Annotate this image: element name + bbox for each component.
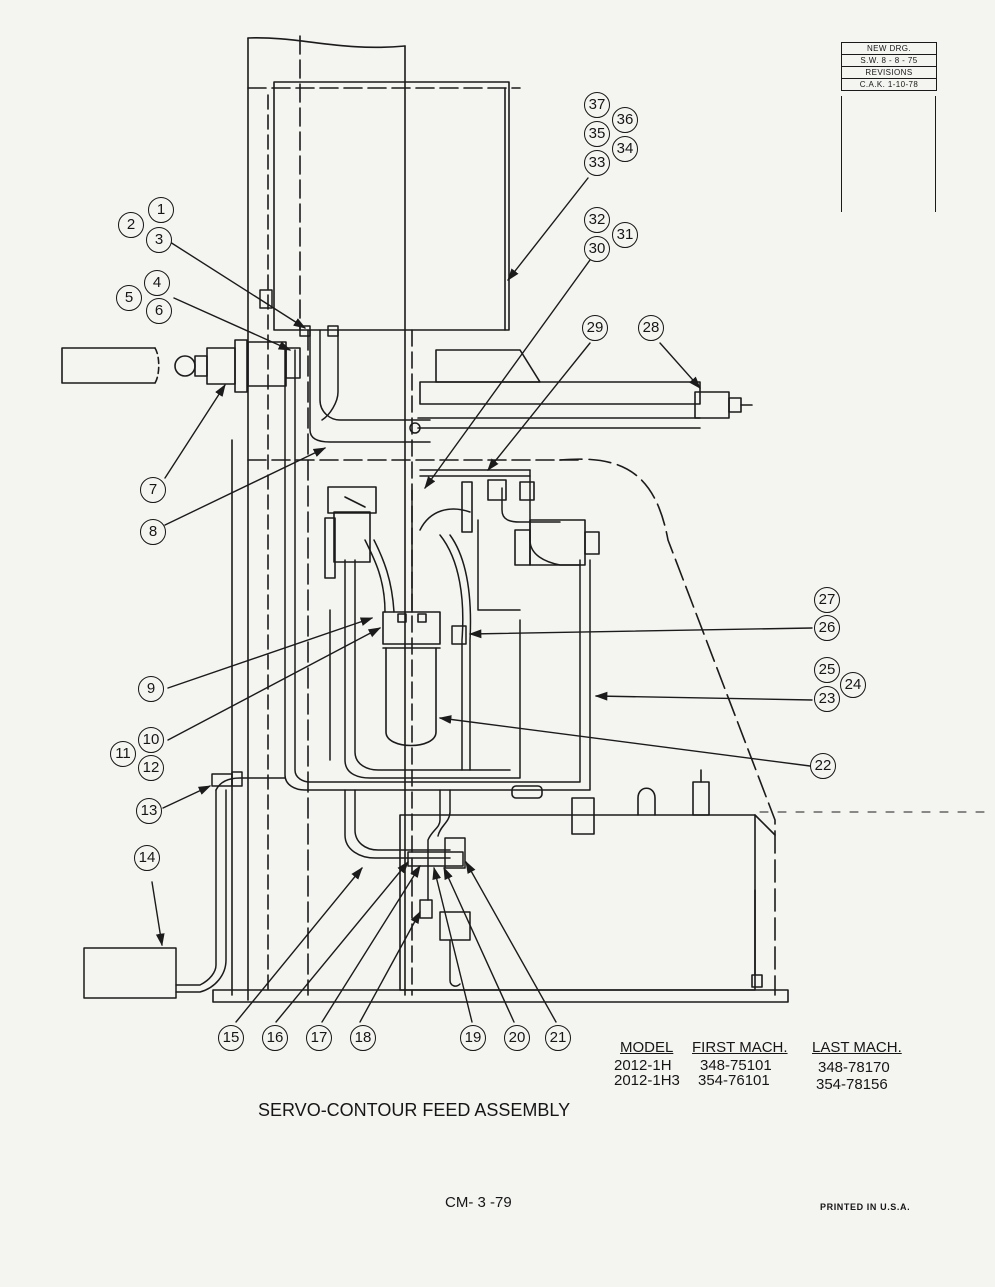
callout-34: 34 [612,136,638,162]
callout-24: 24 [840,672,866,698]
callout-4: 4 [144,270,170,296]
callout-11: 11 [110,741,136,767]
revision-border-left [841,96,842,212]
callout-21: 21 [545,1025,571,1051]
callout-36: 36 [612,107,638,133]
leader-22 [438,715,811,767]
callout-10: 10 [138,727,164,753]
leader-4-6 [173,297,292,351]
callout-2: 2 [118,212,144,238]
last-mach-header: LAST MACH. [812,1039,902,1056]
callout-31: 31 [612,222,638,248]
callout-14: 14 [134,845,160,871]
callout-12: 12 [138,755,164,781]
valve-cluster [324,481,473,579]
leader-10-12 [167,627,382,741]
leader-14 [151,881,165,947]
leader-19 [432,866,473,1023]
revision-line: REVISIONS [842,67,936,79]
callout-16: 16 [262,1025,288,1051]
callout-6: 6 [146,298,172,324]
leader-26-27 [468,627,813,639]
leader-13 [162,785,212,809]
leader-1-3 [169,241,307,329]
leader-23-25 [594,691,813,701]
revision-box: NEW DRG. S.W. 8 - 8 - 75 REVISIONS C.A.K… [841,42,937,91]
printed-in-usa: PRINTED IN U.S.A. [820,1202,911,1212]
revision-line: S.W. 8 - 8 - 75 [842,55,936,67]
leader-7 [164,383,226,479]
leader-33-37 [507,177,589,281]
pipe-lines [83,289,591,999]
callout-32: 32 [584,207,610,233]
callout-7: 7 [140,477,166,503]
page-code: CM- 3 -79 [445,1194,512,1211]
last-mach-cell: 354-78156 [816,1076,888,1093]
machine-column [231,35,581,1001]
model-header: MODEL [620,1039,674,1056]
leader-21 [465,860,557,1023]
last-mach-cell: 348-78170 [818,1059,890,1076]
drawing-title: SERVO-CONTOUR FEED ASSEMBLY [258,1100,571,1120]
callout-33: 33 [584,150,610,176]
callout-25: 25 [814,657,840,683]
callout-20: 20 [504,1025,530,1051]
callout-9: 9 [138,676,164,702]
callout-22: 22 [810,753,836,779]
filter-assembly [382,611,441,747]
feed-cylinder [417,349,753,429]
first-mach-cell: 354-76101 [698,1072,770,1089]
model-cell: 2012-1H [614,1057,672,1074]
callout-28: 28 [638,315,664,341]
callout-8: 8 [140,519,166,545]
leader-8 [164,447,327,526]
callout-18: 18 [350,1025,376,1051]
revision-line: NEW DRG. [842,43,936,55]
model-cell: 2012-1H3 [614,1072,680,1089]
callout-37: 37 [584,92,610,118]
callout-17: 17 [306,1025,332,1051]
frame-outline [559,458,776,996]
callout-1: 1 [148,197,174,223]
left-bracket [61,339,301,393]
leader-9 [167,617,374,689]
revision-line: C.A.K. 1-10-78 [859,80,919,89]
leader-lines [151,177,813,1023]
callout-30: 30 [584,236,610,262]
first-mach-cell: 348-75101 [700,1057,772,1074]
callout-3: 3 [146,227,172,253]
leader-20 [443,866,515,1023]
leader-28 [659,342,701,389]
callout-15: 15 [218,1025,244,1051]
leader-15 [235,867,363,1023]
callout-29: 29 [582,315,608,341]
leader-30-32 [424,259,591,490]
leader-16 [275,861,409,1023]
reservoir-tank [212,769,789,1003]
callout-23: 23 [814,686,840,712]
callout-27: 27 [814,587,840,613]
revision-border-right [935,96,936,212]
callout-26: 26 [814,615,840,641]
callout-35: 35 [584,121,610,147]
callout-19: 19 [460,1025,486,1051]
first-mach-header: FIRST MACH. [692,1039,788,1056]
leader-29 [487,342,591,471]
leader-17 [321,864,421,1023]
leader-18 [359,910,421,1023]
callout-5: 5 [116,285,142,311]
callout-13: 13 [136,798,162,824]
